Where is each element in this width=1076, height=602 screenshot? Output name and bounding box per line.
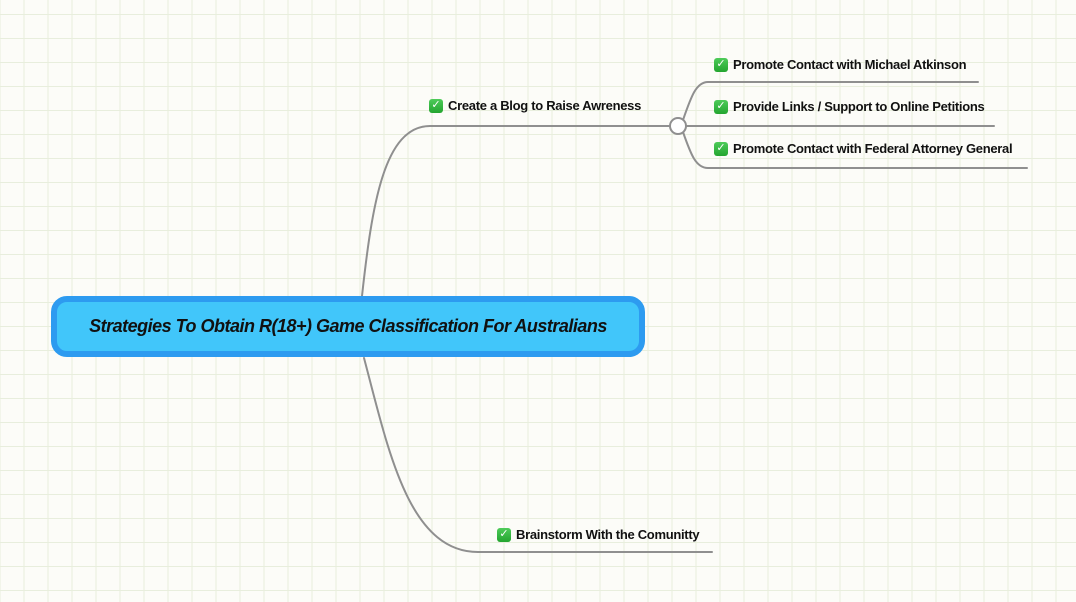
node-online-petitions[interactable]: Provide Links / Support to Online Petiti… (714, 99, 985, 114)
node-label: Brainstorm With the Comunitty (516, 527, 700, 542)
branch-line-create-blog (361, 125, 671, 297)
white-check-mark-icon (714, 57, 728, 72)
root-topic-node[interactable]: Strategies To Obtain R(18+) Game Classif… (51, 296, 645, 357)
node-label: Create a Blog to Raise Awreness (448, 98, 642, 113)
node-label: Promote Contact with Michael Atkinson (733, 57, 967, 72)
node-label: Provide Links / Support to Online Petiti… (733, 99, 985, 114)
node-attorney-general[interactable]: Promote Contact with Federal Attorney Ge… (714, 141, 1013, 156)
branch-line-brainstorm (363, 357, 713, 553)
white-check-mark-icon (714, 141, 728, 156)
white-check-mark-icon (714, 99, 728, 114)
white-check-mark-icon (429, 98, 443, 113)
branch-collapse-toggle[interactable] (669, 117, 687, 135)
node-brainstorm[interactable]: Brainstorm With the Comunitty (497, 527, 700, 542)
node-michael-atkinson[interactable]: Promote Contact with Michael Atkinson (714, 57, 967, 72)
white-check-mark-icon (497, 527, 511, 542)
root-topic-label: Strategies To Obtain R(18+) Game Classif… (89, 316, 607, 336)
node-create-blog[interactable]: Create a Blog to Raise Awreness (429, 98, 641, 113)
node-label: Promote Contact with Federal Attorney Ge… (733, 141, 1013, 156)
